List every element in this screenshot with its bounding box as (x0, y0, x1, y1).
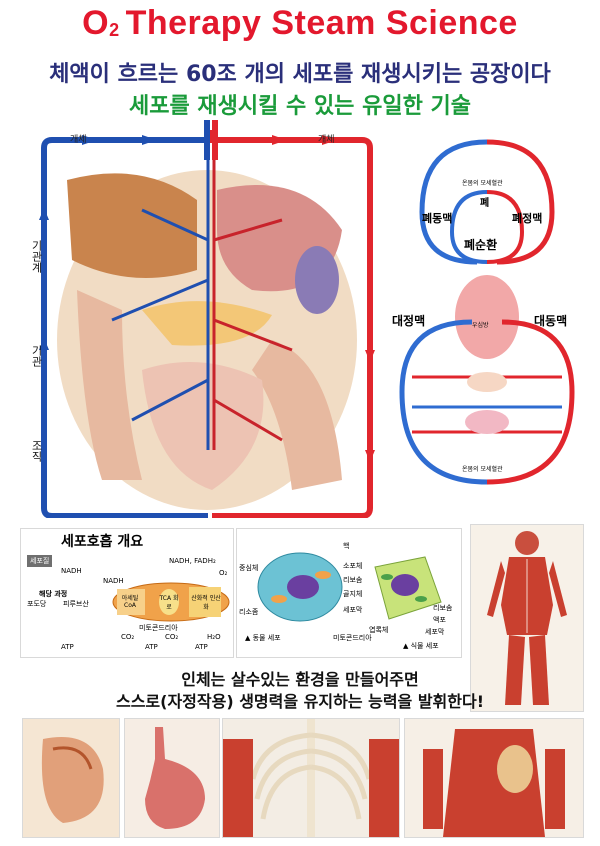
subtitle-line-1: 체액이 흐르는 60조 개의 세포를 재생시키는 공장이다 (49, 62, 551, 87)
colon-right (252, 340, 342, 490)
atp-label-2: ATP (145, 643, 158, 651)
small-intestine (142, 362, 264, 490)
ribosome-label: 리보솜 (343, 576, 363, 584)
atp-label-3: ATP (195, 643, 208, 651)
nadh-label-1: NADH (61, 567, 82, 575)
stomach-image-2 (124, 718, 220, 838)
tissue-label: 조직 (30, 440, 43, 462)
heart (455, 275, 519, 359)
ribcage-image (222, 718, 400, 838)
mitochondria-label: 미토콘드리아 (139, 624, 178, 632)
vacuole-label: 액포 (433, 616, 446, 624)
plant-cell-label: ▲ 식물 세포 (403, 642, 439, 650)
heart-label: 우심방 (472, 322, 489, 329)
atp-label-1: ATP (61, 643, 74, 651)
cell-respiration-panel: 세포호흡 개요 세포질 NADH NADH NADH, FADH₂ O₂ 해당 … (20, 528, 234, 658)
er-label: 소포체 (343, 562, 363, 570)
liver (67, 173, 197, 278)
o2-label: O₂ (219, 569, 228, 577)
respiration-title: 세포호흡 개요 (61, 534, 144, 550)
title-o: O (82, 4, 110, 42)
individual-label-left: 개체 (70, 135, 87, 145)
aorta-label: 대동맥 (534, 314, 568, 328)
pulmonary-circulation-label: 폐순환 (464, 238, 498, 252)
pulmonary-artery-label: 폐동맥 (422, 212, 453, 225)
organ-system-label: 기관계 (30, 240, 43, 273)
glucose-label: 포도당 (27, 600, 47, 608)
chloroplast-label: 엽록체 (369, 626, 389, 634)
spleen (295, 246, 339, 314)
organ-label: 기관 (30, 345, 43, 367)
glycolysis-label: 해당 과정 (39, 590, 68, 598)
organ-illustration (22, 120, 382, 519)
back-muscles-image (404, 718, 584, 838)
title-subscript: 2 (109, 20, 120, 40)
subtitle-line-2: 세포를 재생시킬 수 있는 유일한 기술 (129, 94, 471, 119)
pulmonary-vein-label: 폐정맥 (512, 212, 543, 225)
circuit-illustration (392, 132, 582, 488)
pyruvate-label: 피루브산 (63, 600, 89, 608)
oxidative-phosphorylation-label: 산화적 인산화 (191, 595, 221, 611)
nadh-fadh-label: NADH, FADH₂ (169, 557, 216, 565)
acetyl-coa-label: 아세틸 CoA (121, 595, 139, 609)
muscle-body-illustration (487, 531, 567, 705)
caption-line-1: 인체는 살수있는 환경을 만들어주면 (181, 670, 419, 689)
circulation-circuit-diagram: 온몸의 모세혈관 폐 폐동맥 폐정맥 폐순환 대정맥 대동맥 우심방 온몸의 모… (392, 132, 582, 488)
centrosome-label: 중심체 (239, 564, 259, 572)
lysosome-label: 리소좀 (239, 608, 259, 616)
capillary-top-label: 온몸의 모세혈관 (462, 180, 503, 187)
caption-line-2: 스스로(자정작용) 생명력을 유지하는 능력을 발휘한다! (115, 692, 485, 711)
nadh-label-2: NADH (103, 577, 124, 585)
animal-cell (257, 552, 343, 622)
mitochondria-diagram (112, 582, 230, 622)
mitochondria-cell-label: 미토콘드리아 (333, 634, 372, 642)
cytoplasm-label: 세포질 (27, 555, 53, 567)
ribosome-label-2: 리보솜 (433, 604, 453, 612)
co2-label-1: CO₂ (121, 633, 135, 641)
co2-label-2: CO₂ (165, 633, 179, 641)
organ-circulation-figure: 개체 개체 기관계 기관 조직 (22, 120, 382, 519)
capillary-bottom-label: 온몸의 모세혈관 (462, 466, 503, 473)
cell-membrane-label-2: 세포막 (425, 628, 445, 636)
cell-structure-panel: 중심체 리소좀 ▲ 동물 세포 핵 소포체 리보솜 골지체 세포막 엽록체 미토… (236, 528, 462, 658)
golgi-label: 골지체 (343, 590, 363, 598)
muscle-figure-panel (470, 524, 584, 712)
cell-membrane-label: 세포막 (343, 606, 363, 614)
tca-label: TCA 회로 (159, 595, 179, 611)
individual-label-right: 개체 (318, 135, 335, 145)
colon-left (77, 290, 142, 480)
nucleus-label: 핵 (343, 542, 350, 550)
vena-cava-label: 대정맥 (392, 314, 426, 328)
h2o-label: H₂O (207, 633, 221, 641)
plant-cell (374, 556, 442, 620)
animal-cell-label: ▲ 동물 세포 (245, 634, 281, 642)
stomach-image-1 (22, 718, 120, 838)
title-text: Therapy Steam Science (125, 4, 518, 42)
lung-label: 폐 (480, 198, 490, 209)
